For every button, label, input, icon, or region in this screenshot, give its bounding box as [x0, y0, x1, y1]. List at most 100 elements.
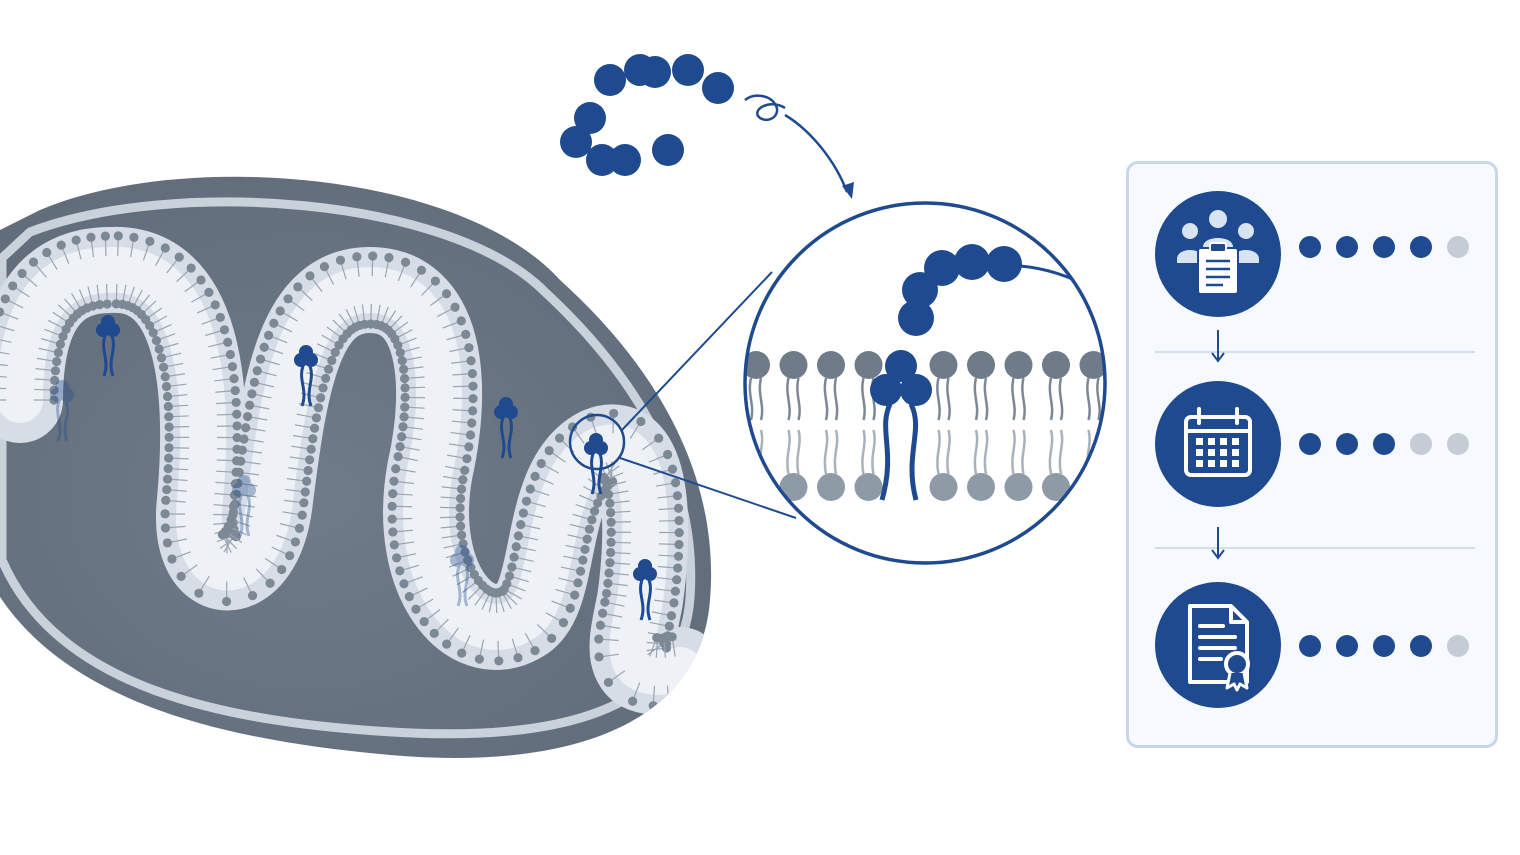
lipid-tail	[251, 416, 268, 421]
lipid-tail	[122, 284, 127, 301]
lipid-head	[303, 465, 313, 476]
lipid-tail	[292, 434, 309, 439]
lipid-tail	[524, 524, 541, 530]
lipid-head	[323, 364, 334, 374]
lipid-tail	[260, 371, 277, 377]
lipid-tail	[533, 489, 550, 497]
lipid-head	[393, 451, 403, 462]
lipid-tail	[394, 321, 409, 332]
lipid-head	[605, 498, 615, 508]
lipid-tail	[172, 404, 189, 407]
lipid-head	[384, 253, 394, 263]
lipid-head	[368, 251, 378, 261]
lipid-head	[398, 422, 408, 432]
lipid-tail	[47, 319, 63, 329]
lipid-head	[547, 633, 557, 643]
lipid-head	[669, 598, 679, 608]
lipid-tail	[196, 305, 212, 314]
lipid-tail	[452, 568, 468, 577]
lipid-head	[230, 499, 240, 509]
lipid-head	[450, 302, 460, 312]
peptide-bead	[574, 102, 606, 134]
lipid-tail	[172, 457, 189, 460]
lipid-tail	[291, 445, 308, 450]
lipid-tail	[191, 293, 206, 303]
lipid-tail	[583, 485, 598, 495]
lipid-head	[113, 231, 123, 241]
lipid-head	[457, 530, 467, 540]
lipid-head	[609, 408, 619, 419]
lipid-head	[226, 515, 236, 525]
lipid-head	[163, 463, 173, 474]
lipid-head	[234, 467, 244, 477]
lipid-head	[50, 366, 61, 376]
lipid-tail	[515, 567, 532, 573]
lipid-tail	[0, 363, 8, 367]
lipid-head	[399, 579, 409, 589]
lipid-tail	[575, 503, 592, 511]
lipid-head-bottom	[929, 473, 958, 501]
lipid-head	[673, 563, 683, 573]
lipid-head	[654, 433, 664, 443]
lipid-head-top	[1042, 351, 1070, 379]
lipid-head	[255, 354, 266, 364]
lipid-head-top	[967, 351, 995, 379]
lipid-tail	[96, 284, 100, 301]
mitochondrion	[0, 176, 712, 758]
lipid-head	[397, 356, 407, 366]
lipid-tail	[498, 596, 505, 612]
lipid-head	[458, 475, 468, 485]
lipid-head	[464, 343, 474, 353]
lipid-head	[305, 271, 315, 281]
lipid-head	[400, 392, 410, 402]
lipid-tail	[407, 416, 424, 420]
lipid-tail	[312, 352, 329, 360]
peptide-bead	[560, 126, 592, 158]
lipid-head	[389, 476, 399, 486]
lipid-head	[162, 391, 173, 402]
progress-dot	[1299, 433, 1321, 455]
lipid-head	[673, 503, 684, 513]
lipid-tail	[8, 300, 24, 309]
lipid-tail	[165, 352, 182, 358]
lipid-head	[239, 434, 249, 444]
lipid-tail	[672, 640, 676, 657]
lipid-tail	[283, 312, 298, 322]
lipid-head	[160, 372, 170, 382]
lipid-head	[670, 478, 681, 488]
lipid-tail	[579, 494, 595, 503]
lipid-tail	[629, 424, 640, 439]
lipid-head	[160, 243, 170, 253]
lipid-head	[242, 411, 253, 422]
lipid-head	[196, 275, 206, 285]
lipid-tail	[166, 259, 178, 274]
divider-2	[1155, 547, 1475, 549]
lipid-tail	[214, 378, 231, 382]
progress-dot	[1447, 635, 1469, 657]
lipid-head	[309, 423, 320, 433]
lipid-tail	[171, 394, 188, 397]
lipid-head	[249, 377, 260, 387]
lipid-tail	[449, 443, 466, 447]
lipid-tail	[467, 587, 481, 600]
lipid-tail	[279, 523, 296, 529]
lipid-tail	[258, 382, 275, 388]
lipid-head	[247, 590, 258, 601]
lipid-head	[462, 454, 472, 464]
lipid-head	[565, 603, 575, 613]
lipid-tail	[507, 590, 522, 600]
lipid-head	[395, 348, 405, 358]
lipid-tail	[614, 552, 631, 555]
lipid-tail	[36, 357, 53, 362]
lipid-head	[465, 430, 476, 440]
lipid-head	[606, 517, 616, 527]
lipid-head	[530, 471, 540, 481]
lipid-tail	[35, 368, 52, 371]
lipid-tail	[405, 436, 422, 441]
lipid-tail	[169, 373, 186, 377]
lipid-head	[148, 328, 158, 338]
lipid-tail	[184, 564, 198, 575]
lipid-head	[164, 443, 174, 453]
lipid-tail	[612, 490, 629, 495]
lipid-tail	[606, 465, 620, 476]
